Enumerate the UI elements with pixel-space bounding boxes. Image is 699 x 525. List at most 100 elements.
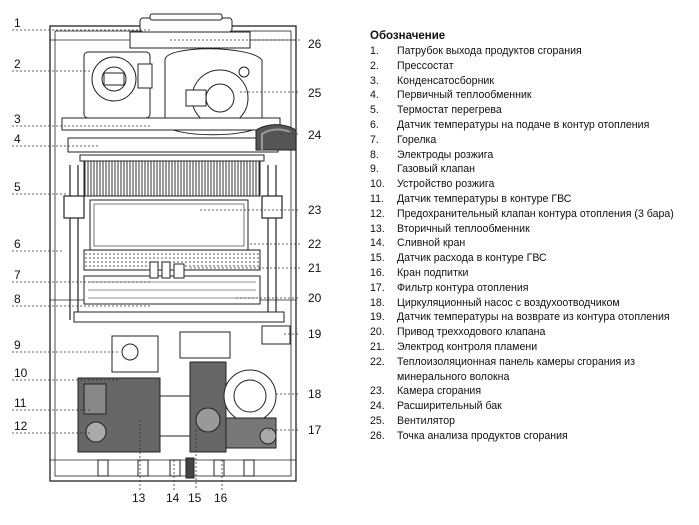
legend-item-number: 11.	[370, 192, 384, 205]
callout-17: 17	[308, 423, 322, 437]
callout-3: 3	[14, 112, 21, 126]
callout-10: 10	[14, 366, 28, 380]
legend-item: 12.Предохранительный клапан контура отоп…	[370, 207, 695, 222]
callout-15: 15	[188, 491, 202, 505]
legend-item-text: Датчик расхода в контуре ГВС	[397, 252, 547, 265]
callout-13: 13	[132, 491, 146, 505]
legend-item: 5. Термостат перегрева	[370, 103, 695, 118]
legend-item-number: 13.	[370, 222, 385, 235]
legend-item: 3. Конденсатосборник	[370, 74, 695, 89]
primary-heat-exchanger	[79, 154, 265, 197]
legend-item-number: 8.	[370, 148, 379, 161]
legend-item-text: Кран подпитки	[397, 266, 469, 279]
legend-item-number: 19.	[370, 311, 385, 324]
legend-item-text: Камера сгорания	[397, 385, 482, 398]
ignition-electrodes	[149, 261, 185, 279]
callout-9: 9	[14, 338, 21, 352]
callout-19: 19	[308, 327, 322, 341]
legend-item: 22. Теплоизоляционная панель камеры сгора…	[370, 355, 695, 385]
legend-item-number: 5.	[370, 104, 379, 117]
legend-item-text: Электроды розжига	[397, 148, 494, 161]
callout-11: 11	[14, 396, 27, 410]
legend-item: 24.Расширительный бак	[370, 399, 695, 414]
hydraulic-group	[77, 361, 227, 453]
legend-item: 1.Патрубок выхода продуктов сгорания	[370, 44, 695, 59]
legend-item-text: Сливной кран	[397, 237, 466, 250]
legend-item: 17. Фильтр контура отопления	[370, 281, 695, 296]
legend-item: 7.Горелка	[370, 133, 695, 148]
legend-item-text: Точка анализа продуктов сгорания	[397, 429, 568, 442]
bottom-connections	[97, 457, 255, 479]
legend-item-number: 14.	[370, 237, 385, 250]
callout-23: 23	[308, 203, 322, 217]
callout-22: 22	[308, 237, 322, 251]
callout-14: 14	[166, 491, 180, 505]
legend-item: 15.Датчик расхода в контуре ГВС	[370, 251, 695, 266]
combustion-chamber	[89, 199, 249, 251]
expansion-vessel	[255, 124, 297, 151]
legend-item-text: Датчик температуры на возврате из контур…	[397, 311, 670, 324]
legend-item: 25. Вентилятор	[370, 414, 695, 429]
legend-item-number: 18.	[370, 296, 385, 309]
legend-item-number: 22.	[370, 355, 385, 368]
callouts-right: 26 25 24 23 22 21 20 19 18 17	[308, 37, 322, 437]
callout-26: 26	[308, 37, 322, 51]
legend-item-text: Датчик температуры в контуре ГВС	[397, 192, 572, 205]
callout-4: 4	[14, 132, 21, 146]
callout-25: 25	[308, 86, 322, 100]
legend-item-number: 9.	[370, 163, 379, 176]
legend-item-number: 16.	[370, 266, 385, 279]
legend-item-text: Циркуляционный насос с воздухоотводчиком	[397, 296, 620, 309]
legend-item-text: Конденсатосборник	[397, 74, 494, 87]
legend-item-text: Фильтр контура отопления	[397, 281, 529, 294]
legend-item-number: 20.	[370, 326, 385, 339]
legend-item-number: 21.	[370, 340, 385, 353]
legend-item: 10.Устройство розжига	[370, 177, 695, 192]
legend-item-text: Газовый клапан	[397, 163, 475, 176]
burner	[83, 275, 261, 305]
legend-item-number: 3.	[370, 74, 379, 87]
legend-item-text: Вентилятор	[397, 414, 456, 427]
legend: Обозначение 1.Патрубок выхода продуктов …	[370, 30, 695, 444]
legend-item-number: 4.	[370, 89, 379, 102]
callout-18: 18	[308, 387, 322, 401]
legend-item: 13. Вторичный теплообменник	[370, 222, 695, 237]
callouts-left: 1 2 3 4 5 6 7 8 9 10 11 12	[14, 16, 28, 433]
flue-outlet	[129, 13, 251, 49]
callout-24: 24	[308, 128, 322, 142]
legend-item-text: Горелка	[397, 133, 437, 146]
legend-item: 4. Первичный теплообменник	[370, 88, 695, 103]
pressure-switch	[83, 51, 153, 119]
legend-item-text: Вторичный теплообменник	[397, 222, 530, 235]
legend-item: 11. Датчик температуры в контуре ГВС	[370, 192, 695, 207]
legend-item: 21. Электрод контроля пламени	[370, 340, 695, 355]
legend-item: 20.Привод трехходового клапана	[370, 325, 695, 340]
legend-item-number: 25.	[370, 414, 385, 427]
callouts-bottom: 13 14 15 16	[132, 491, 228, 505]
legend-item-text: Электрод контроля пламени	[397, 340, 538, 353]
circulation-pump	[223, 369, 277, 449]
legend-item: 8. Электроды розжига	[370, 148, 695, 163]
callout-2: 2	[14, 57, 21, 71]
leader-lines	[12, 29, 300, 490]
legend-list: 1.Патрубок выхода продуктов сгорания 2.П…	[370, 44, 695, 444]
boiler-diagram: 1 2 3 4 5 6 7 8 9 10 11 12 26 25 24 23 2…	[12, 13, 322, 505]
callout-20: 20	[308, 291, 322, 305]
legend-item-number: 17.	[370, 281, 385, 294]
legend-item-number: 1.	[370, 45, 379, 57]
legend-item-text: Термостат перегрева	[397, 104, 502, 117]
callout-8: 8	[14, 292, 21, 306]
legend-item-text: Первичный теплообменник	[397, 89, 532, 102]
legend-item: 16. Кран подпитки	[370, 266, 695, 281]
callout-5: 5	[14, 180, 21, 194]
legend-item-text: Теплоизоляционная панель камеры сгорания…	[397, 355, 635, 383]
legend-item-number: 2.	[370, 59, 379, 72]
callout-16: 16	[214, 491, 228, 505]
callout-6: 6	[14, 237, 21, 251]
legend-item: 2.Прессостат	[370, 59, 695, 74]
legend-item: 26. Точка анализа продуктов сгорания	[370, 429, 695, 444]
legend-item-number: 26.	[370, 429, 385, 442]
insulation-panel	[83, 249, 261, 271]
legend-item-text: Предохранительный клапан контура отоплен…	[397, 207, 674, 220]
legend-item: 18. Циркуляционный насос с воздухоотводчи…	[370, 296, 695, 311]
